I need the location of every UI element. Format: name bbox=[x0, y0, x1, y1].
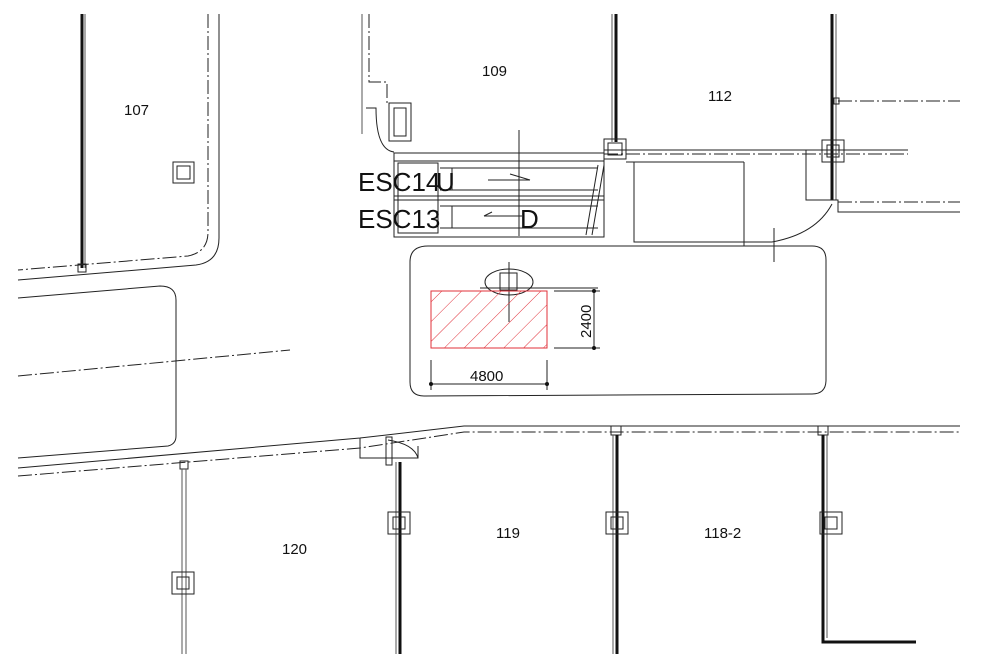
escalator-label-upper: ESC14 bbox=[358, 167, 440, 197]
walls-room-109 bbox=[361, 14, 618, 153]
escalator-direction-lower: D bbox=[520, 204, 539, 234]
room-label-120: 120 bbox=[282, 541, 307, 558]
dimension-lines bbox=[429, 289, 600, 390]
walls-room-112 bbox=[603, 14, 960, 262]
corridor-left bbox=[17, 285, 291, 459]
room-label-118-2: 118-2 bbox=[704, 525, 741, 542]
dimension-height-label: 2400 bbox=[578, 305, 595, 338]
escalator-block bbox=[393, 130, 605, 238]
reserved-area bbox=[430, 290, 548, 349]
walls-room-107 bbox=[17, 14, 220, 281]
escalator-direction-upper: U bbox=[436, 167, 455, 197]
central-area bbox=[409, 245, 827, 397]
column-107 bbox=[172, 161, 195, 184]
room-label-112: 112 bbox=[708, 88, 732, 105]
walls-lower-rooms bbox=[171, 435, 916, 654]
room-label-107: 107 bbox=[124, 102, 149, 119]
escalator-label-lower: ESC13 bbox=[358, 204, 440, 234]
room-label-109: 109 bbox=[482, 63, 507, 80]
room-label-119: 119 bbox=[496, 525, 520, 542]
lower-corridor-wall bbox=[17, 425, 960, 477]
dimension-width-label: 4800 bbox=[470, 368, 503, 385]
